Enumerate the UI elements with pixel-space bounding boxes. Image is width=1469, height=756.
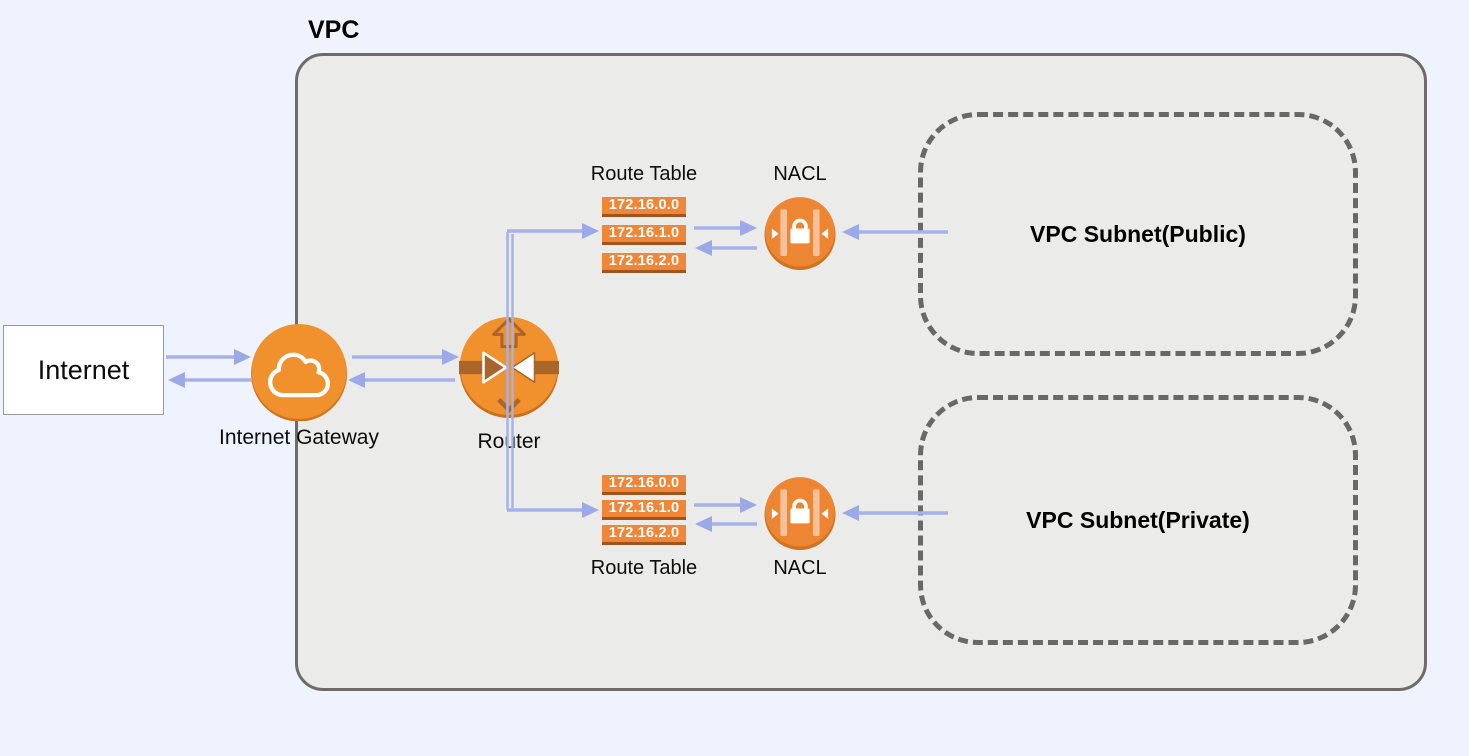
subnet-private: VPC Subnet(Private) xyxy=(918,395,1358,645)
nacl-top-icon xyxy=(763,196,837,270)
subnet-private-label: VPC Subnet(Private) xyxy=(1026,506,1250,533)
router-arrows-icon xyxy=(459,317,559,418)
route-table-top-row: 172.16.1.0 xyxy=(602,225,686,245)
route-table-top-row: 172.16.0.0 xyxy=(602,197,686,217)
internet-node: Internet xyxy=(3,325,164,415)
router-label: Router xyxy=(477,430,541,453)
nacl-top-label: NACL xyxy=(773,163,827,185)
nacl-bottom-icon xyxy=(763,476,837,550)
cloud-icon xyxy=(250,323,348,421)
internet-gateway-label: Internet Gateway xyxy=(219,426,379,449)
route-table-bottom-row: 172.16.0.0 xyxy=(602,475,686,495)
route-table-top-title: Route Table xyxy=(590,163,698,185)
route-table-bottom-row: 172.16.2.0 xyxy=(602,525,686,545)
vpc-title: VPC xyxy=(308,16,360,44)
router-icon xyxy=(458,316,560,418)
nacl-lock-icon xyxy=(764,197,836,270)
route-table-top-row: 172.16.2.0 xyxy=(602,253,686,273)
nacl-bottom-label: NACL xyxy=(773,557,827,579)
subnet-public: VPC Subnet(Public) xyxy=(918,112,1358,356)
route-table-bottom-title: Route Table xyxy=(590,557,698,579)
internet-label: Internet xyxy=(37,354,130,385)
subnet-public-label: VPC Subnet(Public) xyxy=(1030,220,1246,247)
nacl-lock-icon xyxy=(764,477,836,550)
route-table-bottom-row: 172.16.1.0 xyxy=(602,500,686,520)
arrow-igw-to-internet xyxy=(168,372,252,388)
arrow-internet-to-igw xyxy=(166,349,251,365)
internet-gateway-icon xyxy=(250,323,348,421)
